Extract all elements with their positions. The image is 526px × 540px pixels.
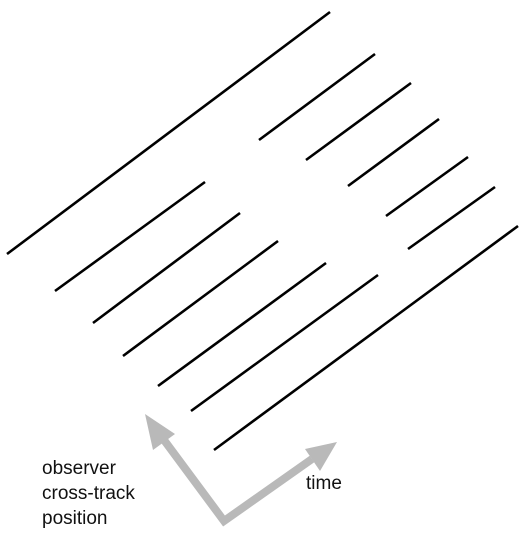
cross-track-arrowhead — [145, 414, 175, 450]
track-line-8 — [157, 261, 327, 388]
track-line-2 — [54, 180, 206, 293]
time-axis-label: time — [306, 473, 342, 494]
track-line-10 — [190, 273, 379, 413]
track-line-7 — [347, 117, 440, 188]
track-line-6 — [122, 239, 279, 358]
axis-arrows — [145, 414, 337, 527]
track-line-3 — [258, 52, 376, 142]
track-line-11 — [407, 185, 496, 251]
track-line-4 — [92, 211, 241, 325]
observer-label-line-3: position — [42, 508, 108, 529]
cross-track-axis-label: observer cross-track position — [42, 456, 135, 531]
observer-label-line-1: observer — [42, 458, 116, 479]
observer-label-line-2: cross-track — [42, 483, 135, 504]
track-line-1 — [6, 10, 331, 256]
track-line-9 — [385, 155, 469, 218]
track-lines — [6, 10, 519, 452]
track-line-5 — [305, 81, 412, 162]
time-arrowhead — [305, 442, 337, 471]
track-line-12 — [213, 224, 519, 452]
axis-arrow-lines — [160, 437, 315, 527]
